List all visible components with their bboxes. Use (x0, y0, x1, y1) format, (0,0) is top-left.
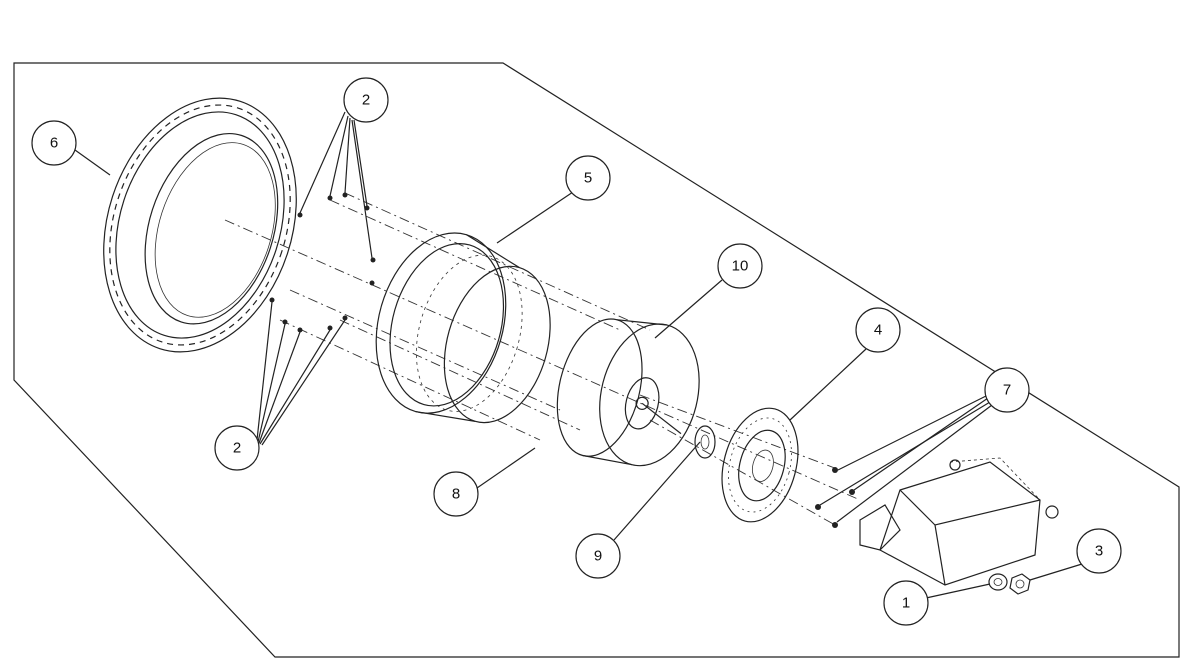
callout-7: 7 (984, 367, 1030, 413)
callout-2-bottom: 2 (214, 425, 260, 471)
callout-5: 5 (565, 155, 611, 201)
callout-6: 6 (31, 120, 77, 166)
svg-text:2: 2 (362, 92, 370, 109)
disc-bolts (815, 467, 855, 528)
svg-text:1: 1 (902, 595, 910, 612)
brake-disc (721, 407, 799, 523)
svg-text:6: 6 (50, 135, 58, 152)
callout-9: 9 (575, 533, 621, 579)
callout-8: 8 (433, 471, 479, 517)
callout-4: 4 (855, 307, 901, 353)
rim-fasteners (269, 192, 376, 333)
nut (1009, 573, 1031, 595)
svg-text:3: 3 (1095, 543, 1103, 560)
frame-border (13, 62, 1180, 658)
callout-10: 10 (717, 243, 763, 289)
washer (988, 573, 1008, 591)
rim (375, 232, 551, 424)
hub-motor (556, 318, 700, 467)
spacer-ring (694, 425, 716, 459)
leader-lines (74, 111, 1083, 599)
svg-text:2: 2 (233, 440, 241, 457)
svg-text:10: 10 (732, 258, 749, 275)
svg-text:7: 7 (1003, 382, 1011, 399)
assembly-axis-lines (224, 192, 861, 526)
callout-2-top: 2 (343, 77, 389, 123)
callout-3: 3 (1076, 528, 1122, 574)
svg-text:9: 9 (594, 548, 602, 565)
svg-text:4: 4 (874, 322, 882, 339)
callout-1: 1 (883, 580, 929, 626)
svg-text:5: 5 (584, 170, 592, 187)
controller-bracket (859, 457, 1059, 586)
tire (103, 97, 297, 353)
svg-text:8: 8 (452, 486, 460, 503)
